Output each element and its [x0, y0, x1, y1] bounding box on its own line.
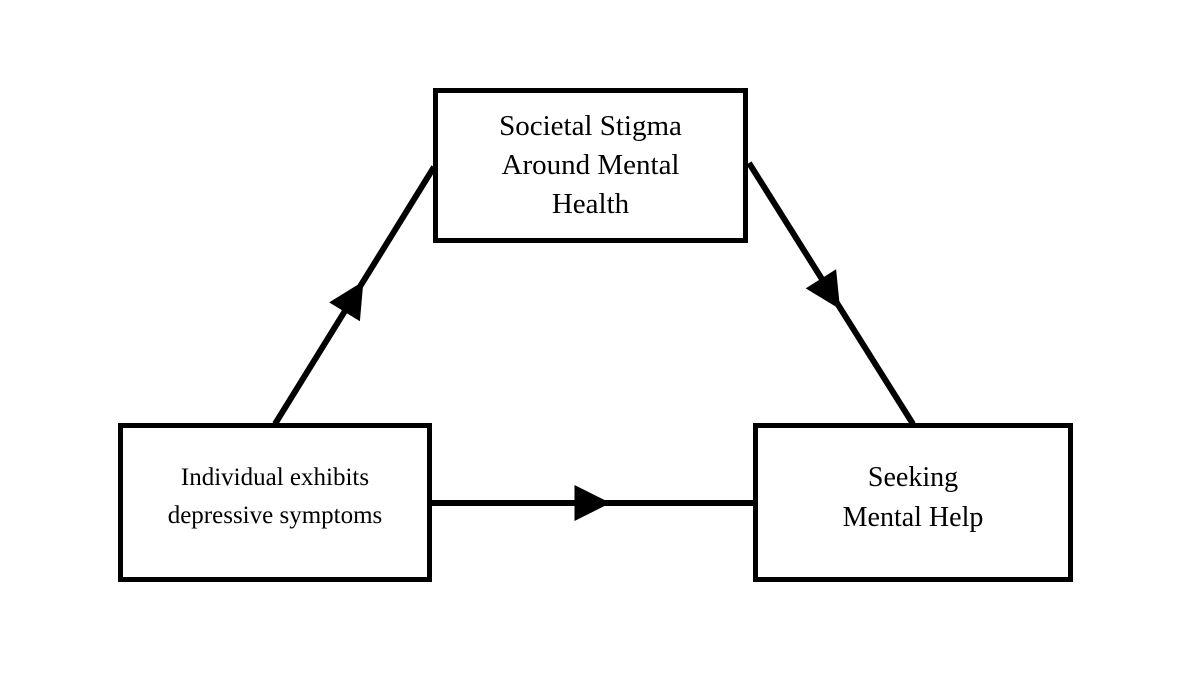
node-seeking-help: Seeking Mental Help — [753, 423, 1073, 582]
node-individual-symptoms-line-1: Individual exhibits — [180, 463, 370, 491]
node-individual-symptoms-line-2: depressive symptoms — [167, 501, 383, 529]
node-societal-stigma-label: Societal Stigma Around Mental Health — [438, 107, 743, 224]
node-societal-stigma-line-3: Health — [551, 188, 630, 220]
node-seeking-help-line-2: Mental Help — [842, 501, 984, 533]
arrowhead-up-right-icon — [329, 281, 364, 322]
node-individual-symptoms-label: Individual exhibits depressive symptoms — [123, 459, 427, 535]
node-societal-stigma-line-1: Societal Stigma — [499, 110, 682, 142]
node-societal-stigma-line-2: Around Mental — [501, 149, 680, 181]
arrowhead-right-icon — [574, 485, 611, 521]
arrowhead-down-right-icon — [805, 269, 841, 310]
node-societal-stigma: Societal Stigma Around Mental Health — [433, 88, 748, 243]
node-individual-symptoms: Individual exhibits depressive symptoms — [118, 423, 432, 582]
node-seeking-help-line-1: Seeking — [867, 461, 959, 493]
node-seeking-help-label: Seeking Mental Help — [758, 458, 1068, 538]
